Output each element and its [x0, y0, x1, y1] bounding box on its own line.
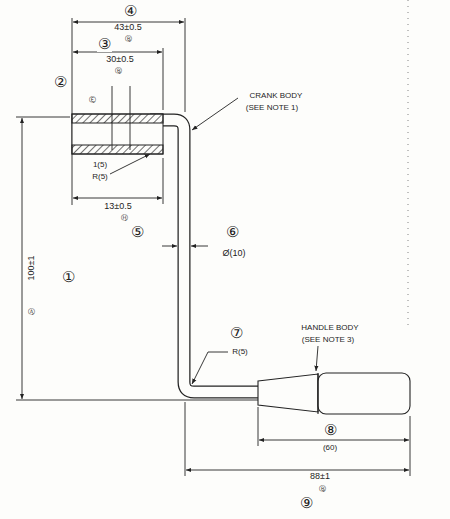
callout-number: ④: [123, 3, 138, 20]
balloon-mark: Ⓑ: [114, 67, 123, 75]
callout-number: ③: [97, 36, 112, 53]
dimension-text: (60): [322, 444, 338, 453]
callout-number: ⑧: [323, 422, 338, 439]
dimension-lines: [16, 0, 410, 476]
dimension-text: 88±1: [309, 472, 331, 482]
callout-number: ⑤: [130, 224, 145, 241]
handle-body: [258, 373, 410, 414]
dimension-text: Ø(10): [221, 249, 246, 259]
callout-number: ②: [53, 74, 68, 91]
radius-text: R(5): [231, 348, 249, 357]
callout-number: ⑨: [299, 495, 314, 512]
radius-text: 1(5): [92, 161, 108, 170]
part-name: HANDLE BODY: [300, 324, 359, 333]
note-reference: (SEE NOTE 1): [245, 104, 299, 113]
dimension-text: 13±0.5: [103, 202, 132, 212]
note-reference: (SEE NOTE 3): [301, 336, 355, 345]
balloon-mark: Ⓐ: [27, 308, 36, 316]
dimension-text: 30±0.5: [105, 55, 134, 65]
radius-text: R(5): [91, 173, 109, 182]
callout-number: ⑥: [225, 224, 240, 241]
balloon-mark: Ⓑ: [124, 35, 133, 43]
balloon-mark: Ⓗ: [120, 214, 129, 222]
hub: [72, 86, 163, 154]
callout-number: ⑦: [229, 325, 244, 342]
dimension-text: 100±1: [26, 255, 36, 282]
balloon-mark: Ⓑ: [318, 485, 327, 493]
part-name: CRANK BODY: [249, 92, 304, 101]
balloon-mark: Ⓔ: [88, 96, 97, 104]
crank-body: [150, 120, 260, 392]
callout-number: ①: [61, 269, 76, 286]
dimension-text: 43±0.5: [113, 23, 142, 33]
